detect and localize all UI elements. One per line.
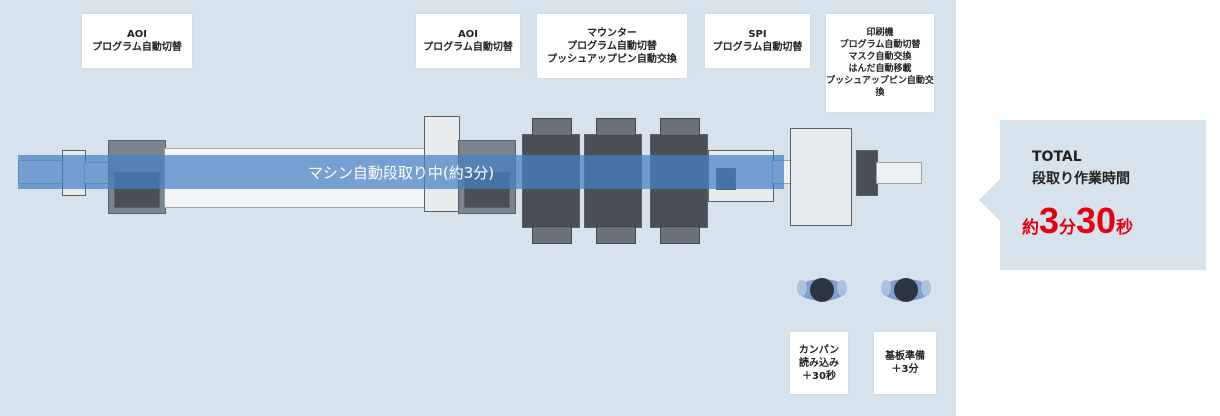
feeder-top-3 bbox=[660, 118, 700, 136]
operator-icon bbox=[881, 278, 931, 302]
feeder-bottom-2 bbox=[596, 226, 636, 244]
total-time-value: 約3分30秒 bbox=[1022, 200, 1134, 241]
aoi-label-1: AOI プログラム自動切替 bbox=[82, 14, 192, 68]
conveyor-right-end bbox=[876, 162, 922, 184]
kanban-label: カンパン 読み込み ＋30秒 bbox=[790, 332, 848, 394]
printer-label: 印刷機 プログラム自動切替 マスク自動交換 はんだ自動移載 プッシュアップピン自… bbox=[826, 14, 934, 112]
printer-panel bbox=[856, 150, 878, 196]
printer-machine bbox=[790, 128, 852, 226]
feeder-top-2 bbox=[596, 118, 636, 136]
aoi-label-2: AOI プログラム自動切替 bbox=[416, 14, 520, 68]
total-title: TOTAL 段取り作業時間 bbox=[1032, 149, 1130, 187]
mounter-label: マウンター プログラム自動切替 プッシュアップピン自動交換 bbox=[537, 14, 687, 78]
total-time-box: TOTAL 段取り作業時間 約3分30秒 bbox=[1000, 120, 1206, 270]
feeder-bottom-1 bbox=[532, 226, 572, 244]
feeder-top-1 bbox=[532, 118, 572, 136]
operator-icon bbox=[797, 278, 847, 302]
board-prep-label: 基板準備 ＋3分 bbox=[874, 332, 936, 394]
total-callout-pointer bbox=[979, 178, 1001, 222]
spi-label: SPI プログラム自動切替 bbox=[705, 14, 810, 68]
feeder-bottom-3 bbox=[660, 226, 700, 244]
auto-changeover-band: マシン自動段取り中(約3分) bbox=[18, 155, 784, 189]
